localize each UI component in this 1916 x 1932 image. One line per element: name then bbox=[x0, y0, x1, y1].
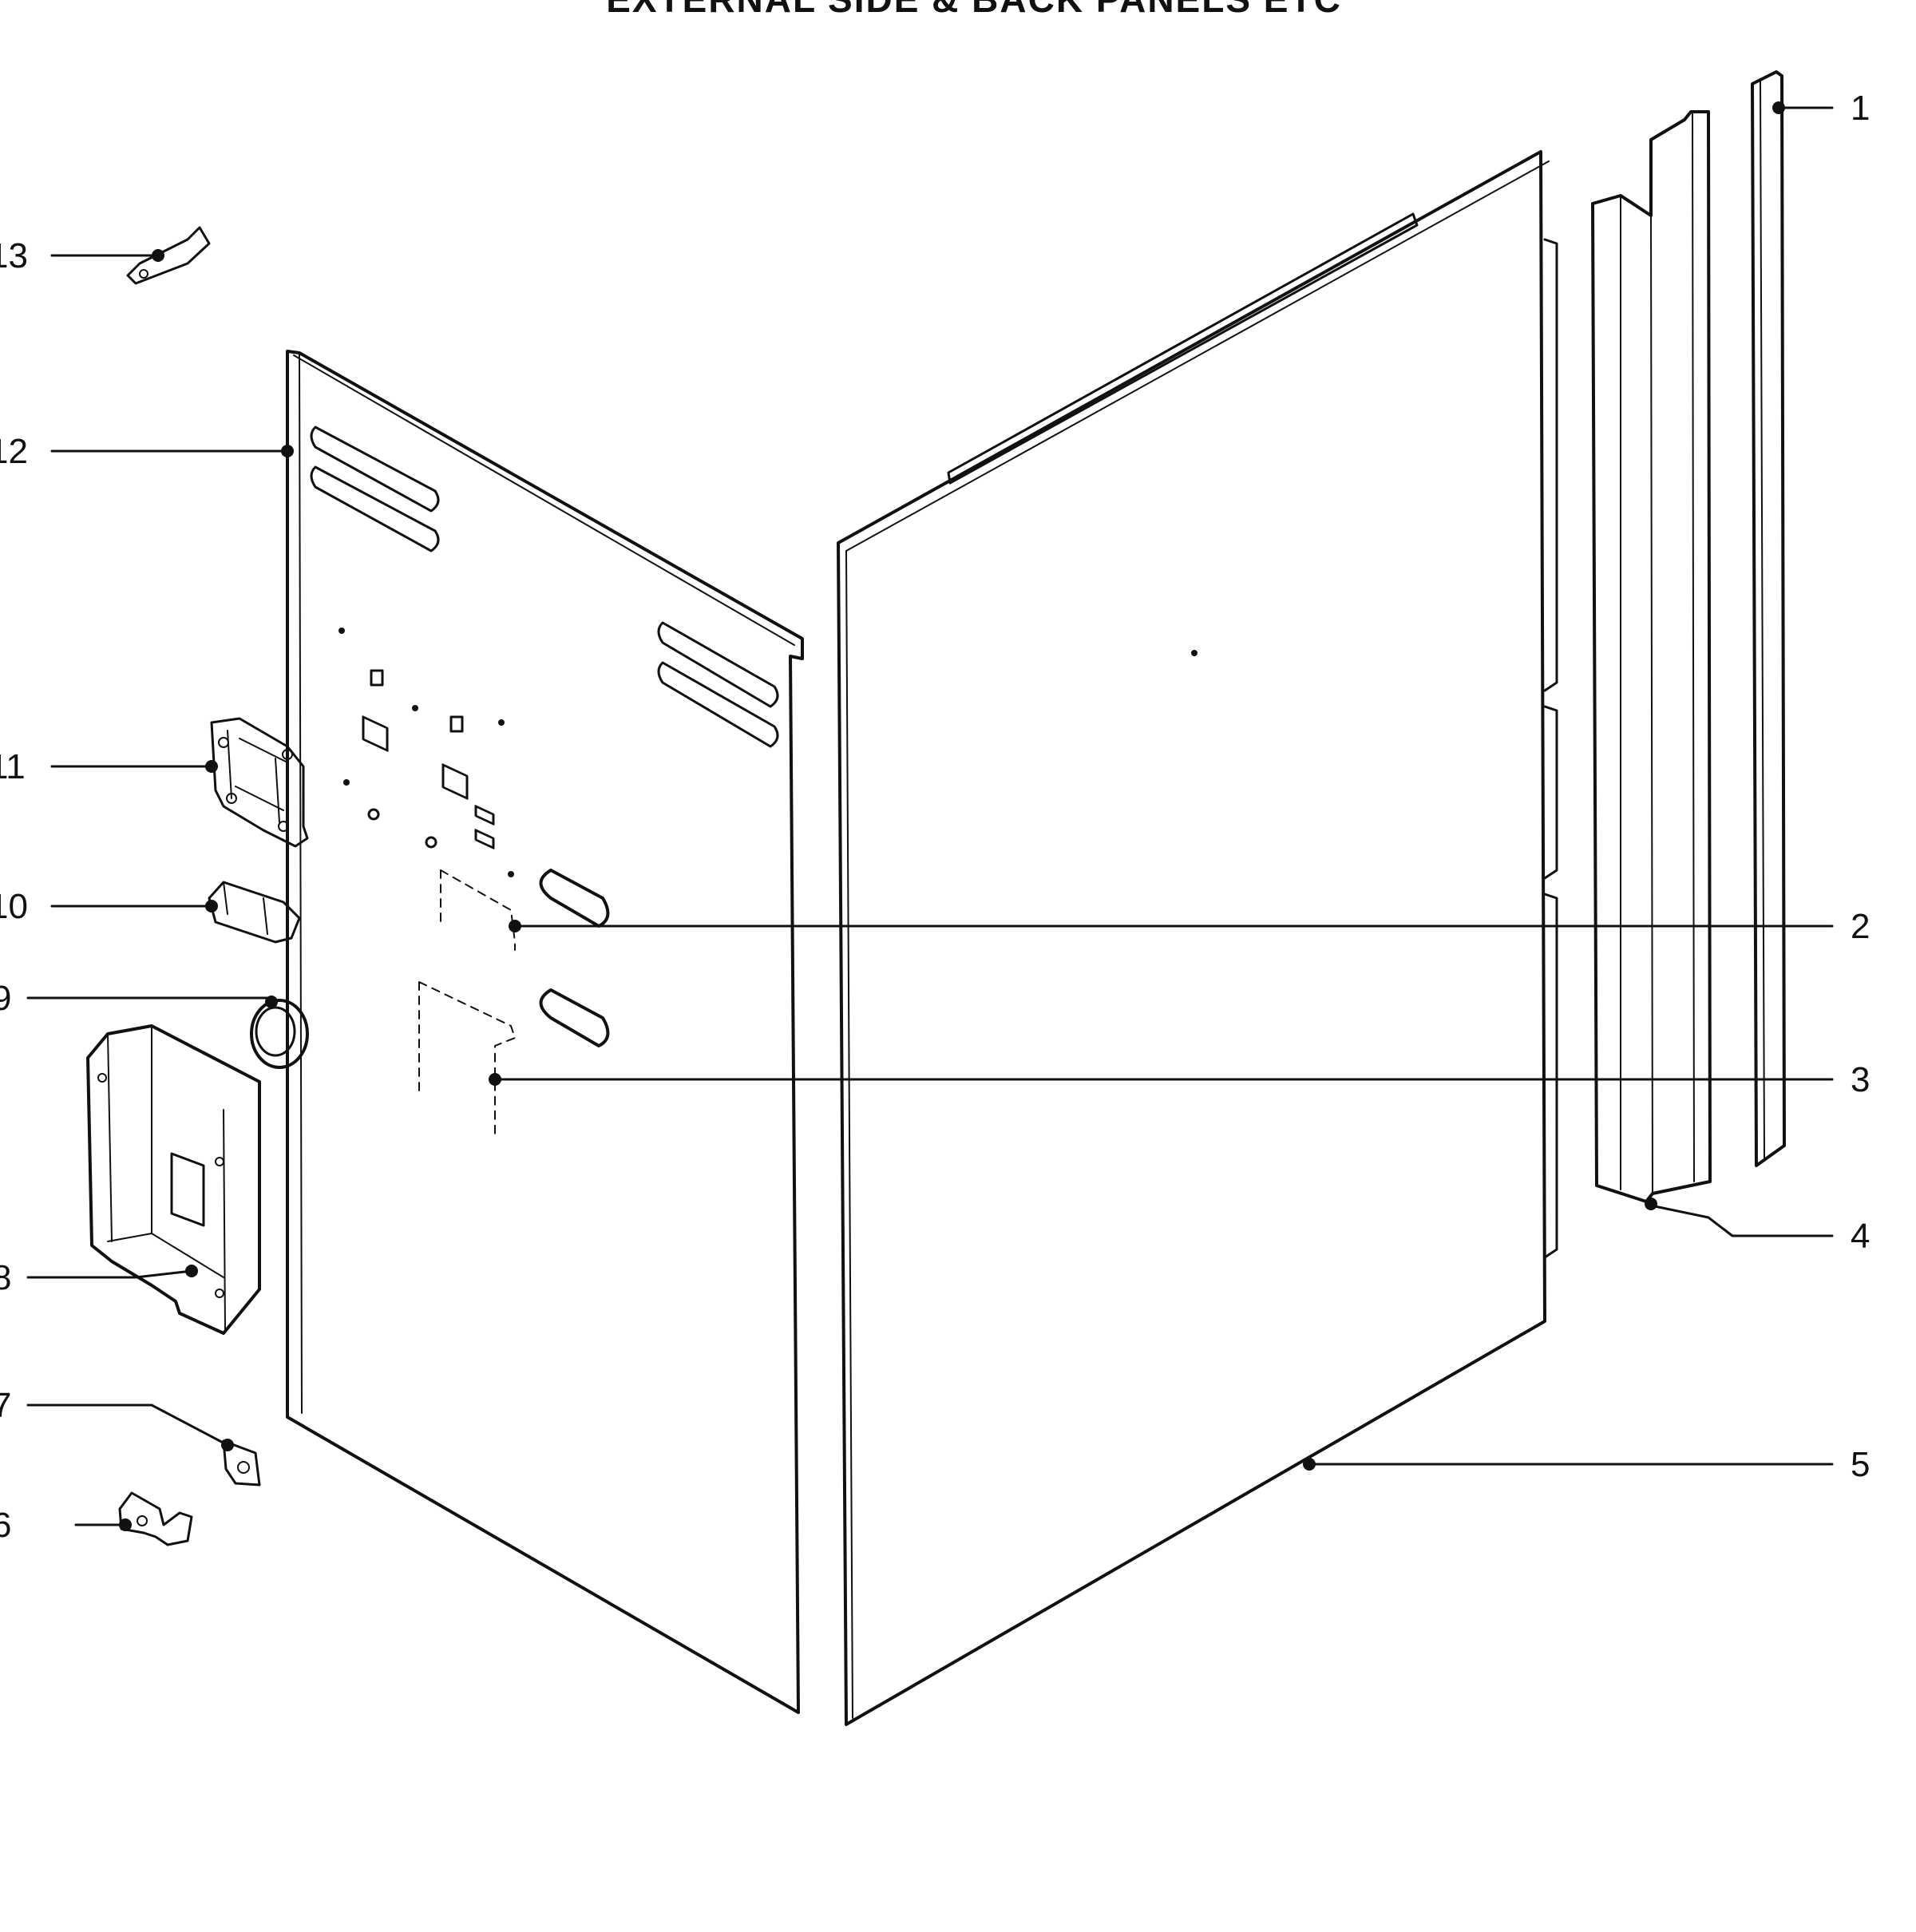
callout-2: 2 bbox=[1851, 907, 1870, 946]
clamp-part bbox=[118, 1491, 193, 1546]
callout-10: 10 bbox=[0, 887, 28, 926]
callout-12: 12 bbox=[0, 432, 28, 471]
switch-part bbox=[208, 881, 301, 944]
callout-3: 3 bbox=[1851, 1060, 1870, 1099]
callout-labels: 1 2 3 4 5 6 7 8 9 10 11 12 13 bbox=[0, 89, 1870, 1545]
back-panel bbox=[286, 350, 804, 1714]
callout-7: 7 bbox=[0, 1386, 11, 1425]
box-bracket bbox=[86, 1024, 261, 1335]
clip-part bbox=[126, 226, 211, 285]
side-panel bbox=[837, 150, 1558, 1726]
callout-8: 8 bbox=[0, 1258, 11, 1297]
side-strip bbox=[1751, 70, 1786, 1167]
callout-4: 4 bbox=[1851, 1217, 1870, 1256]
diagram-title: EXTERNAL SIDE & BACK PANELS ETC bbox=[495, 0, 1453, 21]
callout-11: 11 bbox=[0, 747, 26, 786]
small-plate bbox=[222, 1439, 261, 1487]
callout-9: 9 bbox=[0, 979, 11, 1018]
side-channel bbox=[1591, 110, 1712, 1203]
callout-13: 13 bbox=[0, 236, 28, 275]
leader-lines bbox=[26, 101, 1834, 1531]
ring-part bbox=[250, 999, 309, 1069]
bracket-assembly bbox=[210, 717, 309, 848]
callout-6: 6 bbox=[0, 1506, 11, 1545]
callout-1: 1 bbox=[1851, 89, 1870, 128]
callout-5: 5 bbox=[1851, 1445, 1870, 1484]
